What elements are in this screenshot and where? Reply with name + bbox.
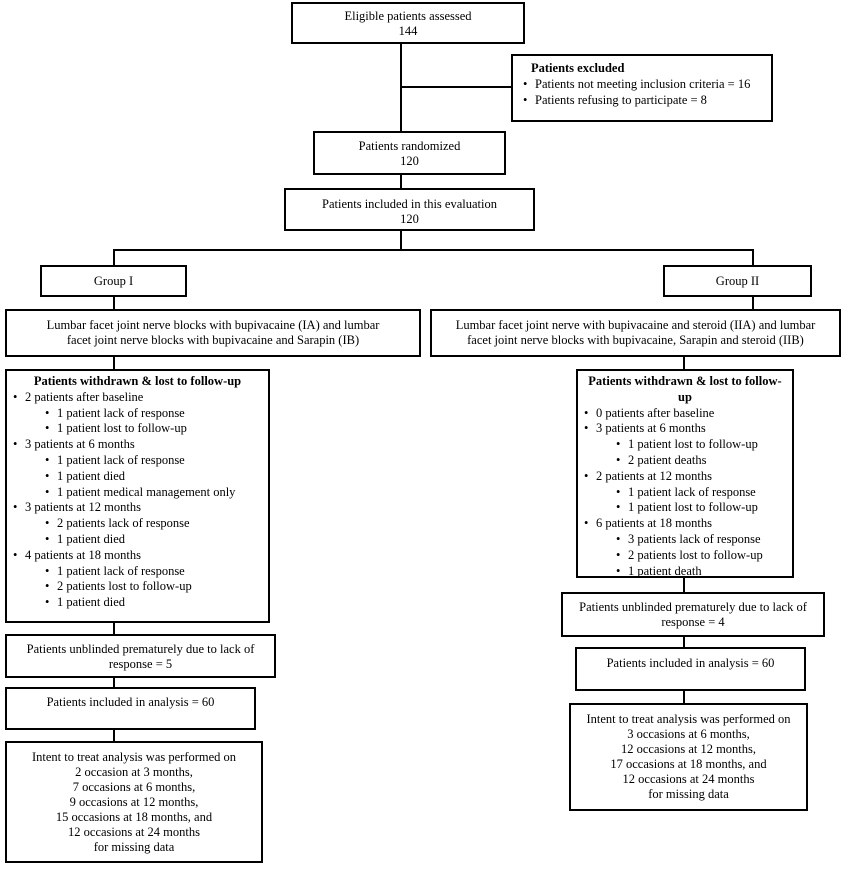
group2-withdrawn-item: 1 patient lack of response (584, 485, 786, 501)
connector (113, 678, 115, 688)
connector (752, 249, 754, 266)
randomized-count: 120 (400, 154, 419, 168)
connector (113, 249, 115, 266)
group2-analysis: Patients included in analysis = 60 (606, 656, 775, 670)
connector (400, 230, 402, 250)
eligible-count: 144 (398, 24, 418, 38)
excluded-title: Patients excluded (531, 61, 625, 75)
excluded-box: Patients excluded Patients not meeting i… (511, 54, 773, 122)
group2-itt-line: 17 occasions at 18 months, and (610, 757, 767, 771)
connector (113, 356, 115, 370)
included-count: 120 (400, 212, 419, 226)
randomized-label: Patients randomized (358, 139, 461, 153)
group2-unblinded-box: Patients unblinded prematurely due to la… (561, 592, 825, 637)
group1-unblinded-box: Patients unblinded prematurely due to la… (5, 634, 276, 678)
group2-treatment-line: Lumbar facet joint nerve with bupivacain… (455, 318, 816, 332)
group1-withdrawn-item: 1 patient lack of response (13, 406, 262, 422)
group2-unblinded-line: Patients unblinded prematurely due to la… (579, 600, 807, 614)
group1-withdrawn-item: 2 patients lack of response (13, 516, 262, 532)
randomized-box: Patients randomized 120 (313, 131, 506, 175)
group1-itt-line: 2 occasion at 3 months, (75, 765, 193, 779)
group1-withdrawn-item: 3 patients at 12 months (13, 500, 262, 516)
group2-itt-box: Intent to treat analysis was performed o… (569, 703, 808, 811)
group1-itt-line: 12 occasions at 24 months (68, 825, 200, 839)
group1-name: Group I (93, 274, 134, 288)
included-box: Patients included in this evaluation 120 (284, 188, 535, 231)
group1-analysis-box: Patients included in analysis = 60 (5, 687, 256, 730)
excluded-item: Patients refusing to participate = 8 (519, 93, 765, 109)
group2-withdrawn-title: Patients withdrawn & lost to follow-up (588, 374, 782, 404)
group1-withdrawn-item: 2 patients lost to follow-up (13, 579, 262, 595)
group1-unblinded-line: response = 5 (108, 657, 173, 671)
group2-withdrawn-item: 1 patient lost to follow-up (584, 500, 786, 516)
group1-itt-line: for missing data (93, 840, 175, 854)
group2-unblinded-line: response = 4 (661, 615, 725, 629)
group1-withdrawn-item: 1 patient lost to follow-up (13, 421, 262, 437)
group1-withdrawn-item: 1 patient lack of response (13, 453, 262, 469)
group2-withdrawn-item: 3 patients at 6 months (584, 421, 786, 437)
group1-itt-box: Intent to treat analysis was performed o… (5, 741, 263, 863)
group1-withdrawn-item: 1 patient died (13, 595, 262, 611)
connector (400, 86, 512, 88)
connector (683, 636, 685, 648)
group2-itt-line: 12 occasions at 24 months (622, 772, 755, 786)
group1-itt-line: 9 occasions at 12 months, (69, 795, 199, 809)
group2-withdrawn-item: 1 patient death (584, 564, 786, 580)
group1-unblinded-line: Patients unblinded prematurely due to la… (26, 642, 255, 656)
group1-treatment-box: Lumbar facet joint nerve blocks with bup… (5, 309, 421, 357)
connector (752, 296, 754, 310)
eligible-box: Eligible patients assessed 144 (291, 2, 525, 44)
group2-itt-line: for missing data (648, 787, 729, 801)
included-label: Patients included in this evaluation (322, 197, 497, 211)
group2-withdrawn-item: 2 patients at 12 months (584, 469, 786, 485)
group1-treatment-line: Lumbar facet joint nerve blocks with bup… (46, 318, 380, 332)
group2-itt-line: 12 occasions at 12 months, (620, 742, 757, 756)
group2-box: Group II (663, 265, 812, 297)
group1-analysis: Patients included in analysis = 60 (46, 695, 215, 709)
group1-withdrawn-item: 4 patients at 18 months (13, 548, 262, 564)
group1-box: Group I (40, 265, 187, 297)
group1-itt-line: Intent to treat analysis was performed o… (31, 750, 237, 764)
group2-analysis-box: Patients included in analysis = 60 (575, 647, 806, 691)
group1-withdrawn-item: 2 patients after baseline (13, 390, 262, 406)
group1-withdrawn-item: 1 patient died (13, 532, 262, 548)
group1-withdrawn-item: 1 patient died (13, 469, 262, 485)
group1-withdrawn-box: Patients withdrawn & lost to follow-up 2… (5, 369, 270, 623)
group2-itt-line: Intent to treat analysis was performed o… (586, 712, 791, 726)
eligible-label: Eligible patients assessed (344, 9, 472, 23)
group2-withdrawn-item: 3 patients lack of response (584, 532, 786, 548)
group2-name: Group II (715, 274, 760, 288)
group1-withdrawn-item: 3 patients at 6 months (13, 437, 262, 453)
group2-withdrawn-item: 1 patient lost to follow-up (584, 437, 786, 453)
group2-withdrawn-item: 0 patients after baseline (584, 406, 786, 422)
group2-withdrawn-item: 6 patients at 18 months (584, 516, 786, 532)
group1-withdrawn-item: 1 patient medical management only (13, 485, 262, 501)
connector (113, 729, 115, 742)
excluded-item: Patients not meeting inclusion criteria … (519, 77, 765, 93)
group1-treatment-line: facet joint nerve blocks with bupivacain… (66, 333, 360, 347)
group2-treatment-line: facet joint nerve blocks with bupivacain… (467, 333, 804, 347)
connector (683, 690, 685, 704)
group1-withdrawn-item: 1 patient lack of response (13, 564, 262, 580)
connector (113, 249, 753, 251)
connector (683, 356, 685, 370)
connector (683, 577, 685, 593)
group1-itt-line: 15 occasions at 18 months, and (55, 810, 213, 824)
group2-itt-line: 3 occasions at 6 months, (627, 727, 750, 741)
group2-withdrawn-item: 2 patient deaths (584, 453, 786, 469)
group2-treatment-box: Lumbar facet joint nerve with bupivacain… (430, 309, 841, 357)
connector (400, 174, 402, 190)
connector (113, 296, 115, 310)
connector (113, 622, 115, 634)
group2-withdrawn-item: 2 patients lost to follow-up (584, 548, 786, 564)
group1-withdrawn-title: Patients withdrawn & lost to follow-up (33, 374, 242, 388)
group2-withdrawn-box: Patients withdrawn & lost to follow-up 0… (576, 369, 794, 578)
group1-itt-line: 7 occasions at 6 months, (72, 780, 196, 794)
